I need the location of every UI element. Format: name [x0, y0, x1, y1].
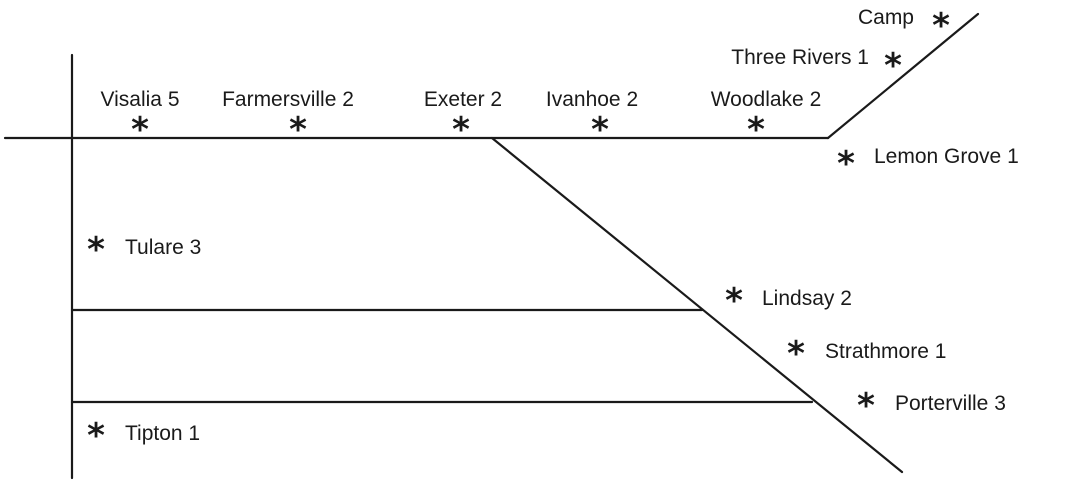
town-label-porterville: Porterville 3 — [895, 392, 1006, 415]
town-label-strathmore: Strathmore 1 — [825, 340, 946, 363]
town-label-ivanhoe: Ivanhoe 2 — [546, 88, 638, 111]
town-marker-visalia: * — [131, 110, 149, 150]
town-marker-lemon-grove: * — [837, 144, 855, 184]
road-northeast-branch — [826, 12, 980, 140]
town-label-lindsay: Lindsay 2 — [762, 287, 852, 310]
town-label-tipton: Tipton 1 — [125, 422, 200, 445]
road-diagonal-southeast — [490, 136, 904, 474]
town-label-camp: Camp — [858, 6, 914, 29]
town-label-tulare: Tulare 3 — [125, 236, 201, 259]
town-label-farmersville: Farmersville 2 — [222, 88, 354, 111]
town-marker-ivanhoe: * — [591, 110, 609, 150]
town-marker-tulare: * — [87, 230, 105, 270]
town-marker-three-rivers: * — [884, 46, 902, 86]
town-marker-tipton: * — [87, 416, 105, 456]
town-marker-exeter: * — [452, 110, 470, 150]
town-label-exeter: Exeter 2 — [424, 88, 502, 111]
town-marker-farmersville: * — [289, 110, 307, 150]
town-marker-strathmore: * — [787, 334, 805, 374]
town-marker-woodlake: * — [747, 110, 765, 150]
town-label-visalia: Visalia 5 — [101, 88, 180, 111]
town-marker-porterville: * — [857, 386, 875, 426]
town-label-three-rivers: Three Rivers 1 — [731, 46, 869, 69]
town-marker-lindsay: * — [725, 281, 743, 321]
town-marker-camp: * — [932, 6, 950, 46]
town-label-lemon-grove: Lemon Grove 1 — [874, 145, 1019, 168]
town-label-woodlake: Woodlake 2 — [711, 88, 822, 111]
